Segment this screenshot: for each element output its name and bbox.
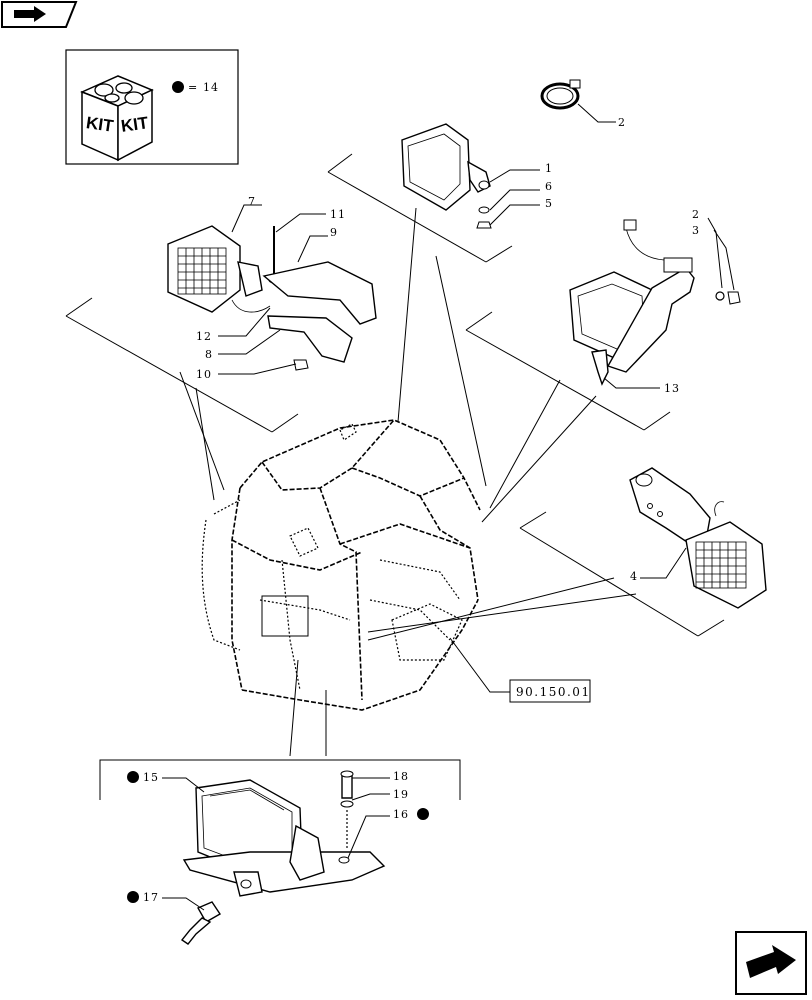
callout-13: 13: [664, 382, 680, 395]
part-work-light-top: [401, 123, 492, 229]
part-mirror-arm-light: [629, 467, 767, 609]
cab-frame: [201, 419, 481, 711]
kit-label-left: KIT: [85, 113, 115, 136]
callout-2-right: 2: [692, 208, 700, 221]
callout-11: 11: [330, 208, 346, 221]
part-connector: [180, 901, 221, 945]
callout-8: 8: [205, 348, 213, 361]
callout-15: 15: [143, 771, 159, 784]
callout-9: 9: [330, 226, 338, 239]
part-clamp-ring: [540, 79, 581, 110]
kit-equals: =: [188, 81, 198, 94]
next-page-icon[interactable]: [735, 931, 807, 995]
callout-3: 3: [692, 224, 700, 237]
callout-17: 17: [143, 891, 159, 904]
reference-box[interactable]: [509, 679, 591, 703]
kit-marker-17: [127, 891, 139, 903]
kit-marker-15: [127, 771, 139, 783]
callout-18: 18: [393, 770, 409, 783]
callout-2-top: 2: [618, 116, 626, 129]
callout-4: 4: [630, 570, 638, 583]
callout-19: 19: [393, 788, 409, 801]
kit-legend: KIT KIT = 14: [65, 49, 239, 165]
part-lamp-bracket-assembly: [182, 770, 386, 897]
callout-10: 10: [196, 368, 212, 381]
callout-6: 6: [545, 180, 553, 193]
kit-marker-16: [417, 808, 429, 820]
kit-box-icon: [80, 75, 154, 162]
callout-12: 12: [196, 330, 212, 343]
previous-page-icon[interactable]: [1, 1, 78, 28]
reference-box-label[interactable]: 90.150.01: [516, 685, 591, 699]
callout-5: 5: [545, 197, 553, 210]
kit-label-right: KIT: [120, 113, 150, 136]
callout-7: 7: [248, 195, 256, 208]
part-work-light-left: [167, 225, 377, 371]
part-work-light-right: [569, 219, 741, 386]
callout-16: 16: [393, 808, 409, 821]
callout-1: 1: [545, 162, 553, 175]
kit-bullet-icon: [172, 81, 184, 93]
kit-value: 14: [203, 81, 219, 94]
